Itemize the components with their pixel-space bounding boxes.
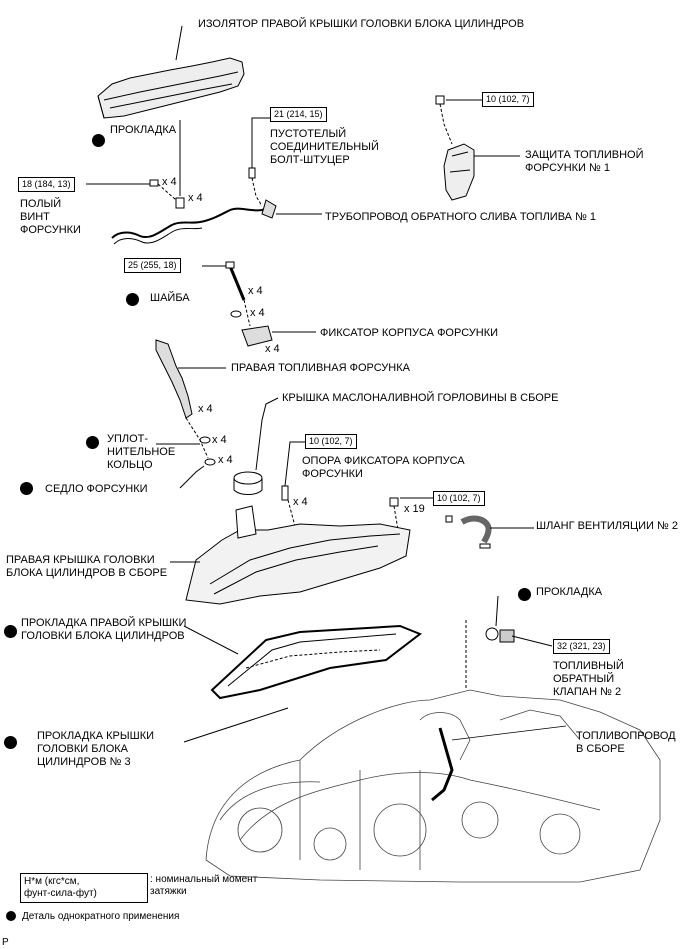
gasket-right-label: ПРОКЛАДКА bbox=[536, 586, 603, 598]
torque-cover: 10 (102, 7) bbox=[433, 491, 485, 506]
vent-hose-label: ШЛАНГ ВЕНТИЛЯЦИИ № 2 bbox=[536, 520, 678, 532]
fuel-pipe-label: ТОПЛИВОПРОВОД В СБОРЕ bbox=[576, 730, 676, 755]
multiplier: x 4 bbox=[293, 496, 308, 508]
single-use-icon bbox=[126, 293, 139, 306]
leak-pipe-label: ТРУБОПРОВОД ОБРАТНОГО СЛИВА ТОПЛИВА № 1 bbox=[325, 211, 597, 223]
seat-label: СЕДЛО ФОРСУНКИ bbox=[45, 483, 148, 495]
single-use-icon bbox=[86, 436, 99, 449]
gasket-no3 bbox=[183, 649, 381, 743]
fuel-check-valve bbox=[465, 595, 553, 690]
fuel-leak-pipe bbox=[111, 199, 322, 245]
clamp-bolt bbox=[202, 261, 251, 327]
multiplier: x 4 bbox=[250, 307, 265, 319]
cover-assy-label: ПРАВАЯ КРЫШКА ГОЛОВКИ БЛОКА ЦИЛИНДРОВ В … bbox=[6, 554, 168, 579]
ventilation-hose bbox=[445, 515, 534, 549]
gasket-top-label: ПРОКЛАДКА bbox=[110, 124, 177, 136]
torque-support: 10 (102, 7) bbox=[305, 434, 357, 449]
torque-hollow-bolt: 21 (214, 15) bbox=[270, 107, 327, 122]
check-valve-label: ТОПЛИВНЫЙ ОБРАТНЫЙ КЛАПАН № 2 bbox=[553, 660, 624, 698]
single-use-legend: Деталь однократного применения bbox=[22, 911, 180, 922]
cover-gasket-label: ПРОКЛАДКА ПРАВОЙ КРЫШКИ ГОЛОВКИ БЛОКА ЦИ… bbox=[21, 617, 187, 642]
single-use-icon bbox=[4, 625, 17, 638]
single-use-icon bbox=[4, 736, 17, 749]
multiplier: x 4 bbox=[212, 434, 227, 446]
insulator-label: ИЗОЛЯТОР ПРАВОЙ КРЫШКИ ГОЛОВКИ БЛОКА ЦИЛ… bbox=[198, 18, 525, 30]
torque-screw: 18 (184, 13) bbox=[18, 177, 75, 192]
hollow-bolt bbox=[248, 117, 270, 207]
single-use-icon bbox=[20, 482, 33, 495]
nozzle-clamp bbox=[241, 325, 316, 347]
multiplier: x 4 bbox=[218, 454, 233, 466]
cover-bolts bbox=[389, 497, 434, 531]
multiplier: x 19 bbox=[404, 503, 425, 515]
torque-unit-desc: : номинальный момент затяжки bbox=[150, 874, 258, 897]
multiplier: x 4 bbox=[198, 403, 213, 415]
clamp-label: ФИКСАТОР КОРПУСА ФОРСУНКИ bbox=[320, 327, 499, 339]
oring-label: УПЛОТ- НИТЕЛЬНОЕ КОЛЬЦО bbox=[107, 433, 176, 471]
torque-clamp-bolt: 25 (255, 18) bbox=[124, 258, 181, 273]
hollow-screws bbox=[86, 120, 185, 209]
footer-code: P bbox=[2, 937, 9, 948]
engine-block bbox=[205, 689, 661, 883]
injector-guard-label: ЗАЩИТА ТОПЛИВНОЙ ФОРСУНКИ № 1 bbox=[525, 149, 644, 174]
multiplier: x 4 bbox=[188, 192, 203, 204]
torque-guard: 10 (102, 7) bbox=[482, 92, 534, 107]
injector-guard bbox=[435, 95, 520, 201]
single-use-icon bbox=[6, 911, 16, 921]
hollow-screw-label: ПОЛЫЙ ВИНТ ФОРСУНКИ bbox=[20, 198, 81, 236]
single-use-icon bbox=[518, 588, 531, 601]
injector-label: ПРАВАЯ ТОПЛИВНАЯ ФОРСУНКА bbox=[231, 362, 410, 374]
single-use-icon bbox=[92, 134, 105, 147]
gasket-no3-label: ПРОКЛАДКА КРЫШКИ ГОЛОВКИ БЛОКА ЦИЛИНДРОВ… bbox=[37, 730, 155, 768]
cover-gasket bbox=[183, 624, 423, 700]
oil-cap-label: КРЫШКА МАСЛОНАЛИВНОЙ ГОРЛОВИНЫ В СБОРЕ bbox=[282, 392, 559, 404]
multiplier: x 4 bbox=[162, 176, 177, 188]
torque-valve: 32 (321, 23) bbox=[553, 639, 610, 654]
multiplier: x 4 bbox=[265, 343, 280, 355]
multiplier: x 4 bbox=[248, 285, 263, 297]
clamp-support-label: ОПОРА ФИКСАТОРА КОРПУСА ФОРСУНКИ bbox=[302, 455, 465, 480]
washer-label: ШАЙБА bbox=[150, 292, 190, 304]
torque-unit-box: Н*м (кгс*см, фунт-сила-фут) bbox=[20, 873, 148, 903]
oil-filler-cap bbox=[233, 397, 279, 495]
fuel-injector bbox=[155, 339, 226, 489]
cover-insulator bbox=[97, 25, 245, 119]
hollow-bolt-label: ПУСТОТЕЛЫЙ СОЕДИНИТЕЛЬНЫЙ БОЛТ-ШТУЦЕР bbox=[270, 128, 379, 166]
cylinder-head-cover bbox=[170, 505, 411, 605]
